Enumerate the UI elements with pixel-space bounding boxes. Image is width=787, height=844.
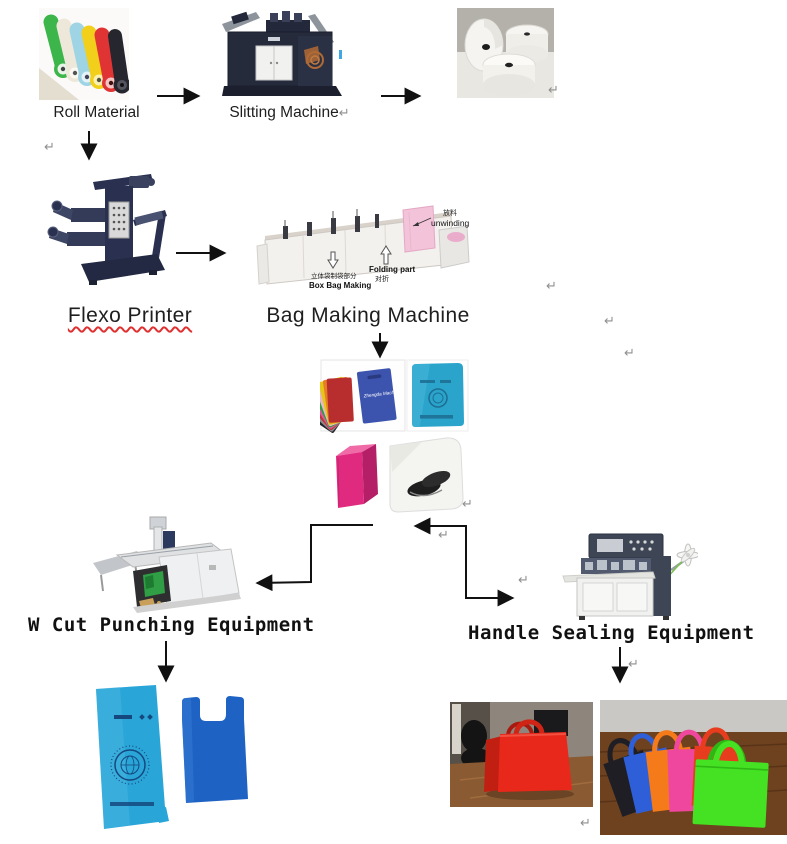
shadow [39,68,79,100]
pink-box-bag-icon [336,444,378,508]
red-bag-icon [484,719,574,800]
fabric-rolls-icon [43,14,129,94]
paragraph-mark: ↵ [604,313,615,328]
paragraph-mark: ↵ [628,656,639,671]
handle-bags-fan-icon [603,727,769,828]
paragraph-mark: ↵ [580,815,591,830]
roll-material-photo [39,8,129,100]
roll-material-label: Roll Material [53,104,140,121]
flexo-printer-icon [47,174,167,285]
arrow-bags-to-wcut [255,524,373,592]
paragraph-mark: ↵ [518,572,529,587]
w-cut-bags-photo [90,683,252,831]
slitting-machine-photo [222,8,344,98]
w-cut-punching-machine-icon [93,516,241,613]
white-fabric-rolls-photo [457,8,554,98]
paragraph-mark: ↵ [546,278,557,293]
paragraph-mark: ↵ [338,105,350,120]
w-cut-punching-machine-photo [93,513,243,618]
bag-making-machine-label: Bag Making Machine [266,304,470,327]
handle-sealing-machine-photo [553,530,698,622]
vest-w-cut-bag-icon [182,696,248,803]
bag-making-machine-photo: 放料 unwinding Folding part 对折 立体袋制袋部分 Box… [255,190,475,298]
colorful-handle-bags-photo [600,700,787,835]
box-bag-pointer-icon [327,251,339,269]
paragraph-mark: ↵ [462,496,473,511]
paragraph-mark: ↵ [548,82,559,97]
handle-sealing-machine-icon [562,533,698,620]
flexo-printer-photo [45,172,170,290]
paragraph-mark: ↵ [44,139,55,154]
photo-bg [600,700,787,732]
paragraph-mark: ↵ [624,345,635,360]
annotation-folding-cn: 对折 [375,274,389,283]
white-packing-bag-icon [389,437,464,513]
bag-samples-collage: Zhengda Machinery [320,358,470,513]
annotation-folding-en: Folding part [369,265,416,274]
annotation-box-bag-en: Box Bag Making [309,281,371,290]
folding-pointer-icon [380,245,392,265]
flat-blue-bag-icon [96,685,169,829]
flexo-printer-label: Flexo Printer [67,304,193,327]
w-cut-punching-label: W Cut Punching Equipment [28,614,315,636]
annotation-box-bag-cn: 立体袋制袋部分 [311,271,357,280]
red-handle-bag-photo [450,702,593,807]
fan-of-flat-bags-icon: Zhengda Machinery [320,368,405,433]
white-rolls-icon [464,18,549,96]
annotation-unwinding-cn: 放料 [443,208,457,217]
slitting-machine-icon [222,11,342,96]
slitting-machine-label: Slitting Machine↵ [229,104,350,121]
handle-sealing-label: Handle Sealing Equipment [468,622,755,644]
annotation-unwinding-en: unwinding [431,218,470,228]
bag-making-machine-icon [256,205,470,285]
paragraph-mark: ↵ [438,527,449,542]
handle-reel-icon [676,543,698,567]
printed-blue-bag-icon [412,363,464,427]
bag-print-text: Zhengda Machinery [362,388,405,398]
arrow-bags-to-handle-sealing [413,517,515,607]
bag-making-annotations: 放料 unwinding Folding part 对折 立体袋制袋部分 Box… [309,208,470,290]
